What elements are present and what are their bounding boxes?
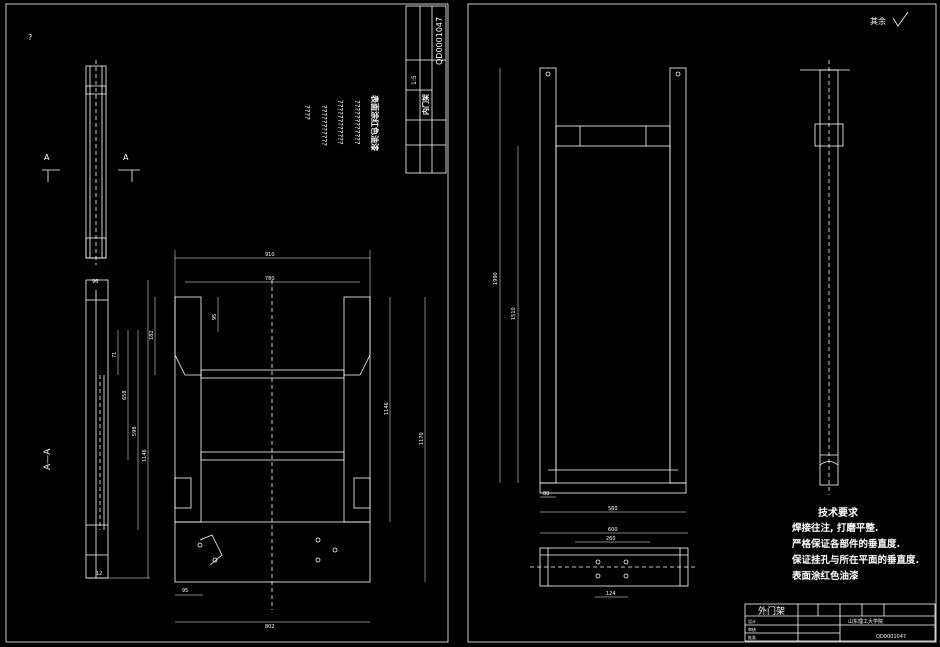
tech-req-item-1: 严格保证各部件的垂直度. bbox=[791, 538, 900, 550]
tech-req-title: 技术要求 bbox=[818, 506, 859, 519]
left-note-4: 表面涂红色油漆 bbox=[370, 94, 380, 151]
dim-side-598: 598 bbox=[132, 426, 138, 436]
dim-h-top: 95 bbox=[212, 314, 218, 320]
dim-plan-inner: 260 bbox=[606, 536, 616, 542]
right-corner-text: 其余 bbox=[870, 16, 886, 26]
section-mark-a-right: A bbox=[123, 153, 129, 162]
left-note-1: ??????????? bbox=[320, 105, 328, 146]
dim-h-shoulder: 182 bbox=[149, 330, 155, 340]
right-sheet: 其余 1990 1510 560 80 bbox=[467, 3, 937, 643]
left-front-view: 910 780 95 182 1146 1170 802 95 bbox=[149, 250, 426, 630]
dim-top-width: 910 bbox=[265, 252, 275, 258]
dim-plan-offset: 124 bbox=[606, 591, 616, 597]
dim-height-inner: 1510 bbox=[511, 307, 517, 320]
right-sheet-border bbox=[467, 3, 937, 643]
dim-inner-width: 780 bbox=[265, 276, 275, 282]
left-top-elevation: A A bbox=[42, 60, 140, 265]
dim-side-658: 658 bbox=[122, 390, 128, 400]
left-sheet-border bbox=[5, 3, 449, 643]
dim-bottom-offset: 95 bbox=[182, 588, 188, 594]
left-drawing-code: QD0001047 bbox=[435, 17, 444, 65]
right-school: 山东理工大学院 bbox=[848, 618, 883, 625]
dim-side-96: 96 bbox=[92, 279, 98, 285]
dim-side-71: 71 bbox=[112, 352, 118, 358]
tech-req-item-3: 表面涂红色油漆 bbox=[791, 570, 859, 582]
dim-h-inner: 1170 bbox=[419, 432, 425, 445]
left-note-0: ???? bbox=[303, 105, 311, 120]
left-notes: ???? ??????????? ???????????? ??????????… bbox=[303, 94, 380, 151]
dim-h-total: 1146 bbox=[384, 402, 390, 415]
right-plan-view: 600 260 124 bbox=[530, 527, 698, 598]
left-sheet: QD0001047 内门架 1:5 ???? ??????????? ?????… bbox=[5, 3, 449, 643]
dim-bottom-small: 80 bbox=[543, 491, 549, 497]
right-row-approve: 批准 bbox=[748, 634, 756, 640]
right-part-name: 外门架 bbox=[758, 605, 785, 617]
dim-bottom-width: 560 bbox=[608, 506, 618, 512]
right-row-design: 设计 bbox=[748, 618, 756, 624]
left-section-aa: A—A 96 71 658 598 1146 12 bbox=[43, 279, 150, 579]
dim-side-1146: 1146 bbox=[142, 449, 148, 462]
right-front-view: 1990 1510 560 80 bbox=[493, 67, 687, 513]
dim-w-bottom: 802 bbox=[265, 624, 275, 630]
section-mark-a-left: A bbox=[44, 153, 50, 162]
left-corner-mark: ? bbox=[28, 33, 32, 42]
right-drawing-no: QD0001047 bbox=[876, 634, 906, 640]
left-scale: 1:5 bbox=[411, 75, 418, 85]
dim-side-12: 12 bbox=[96, 571, 102, 577]
left-note-2: ???????????? bbox=[336, 100, 344, 145]
right-check-mark bbox=[892, 11, 909, 27]
left-note-3: ???????????? bbox=[353, 100, 361, 145]
right-side-view bbox=[800, 60, 850, 495]
tech-req-item-0: 焊接往注, 打磨平整. bbox=[792, 522, 879, 534]
tech-req-item-2: 保证挂孔与所在平面的垂直度. bbox=[791, 554, 919, 566]
dim-height-total: 1990 bbox=[493, 272, 499, 285]
right-row-review: 审核 bbox=[748, 626, 756, 632]
dim-plan-width: 600 bbox=[608, 527, 618, 533]
left-title-block: QD0001047 内门架 1:5 bbox=[405, 5, 447, 174]
left-part-name: 内门架 bbox=[421, 94, 430, 115]
tech-requirements: 技术要求 焊接往注, 打磨平整. 严格保证各部件的垂直度. 保证挂孔与所在平面的… bbox=[791, 506, 919, 582]
right-title-block: 外门架 山东理工大学院 QD0001047 设计 审核 批准 bbox=[744, 603, 936, 642]
section-label-aa: A—A bbox=[43, 448, 53, 470]
